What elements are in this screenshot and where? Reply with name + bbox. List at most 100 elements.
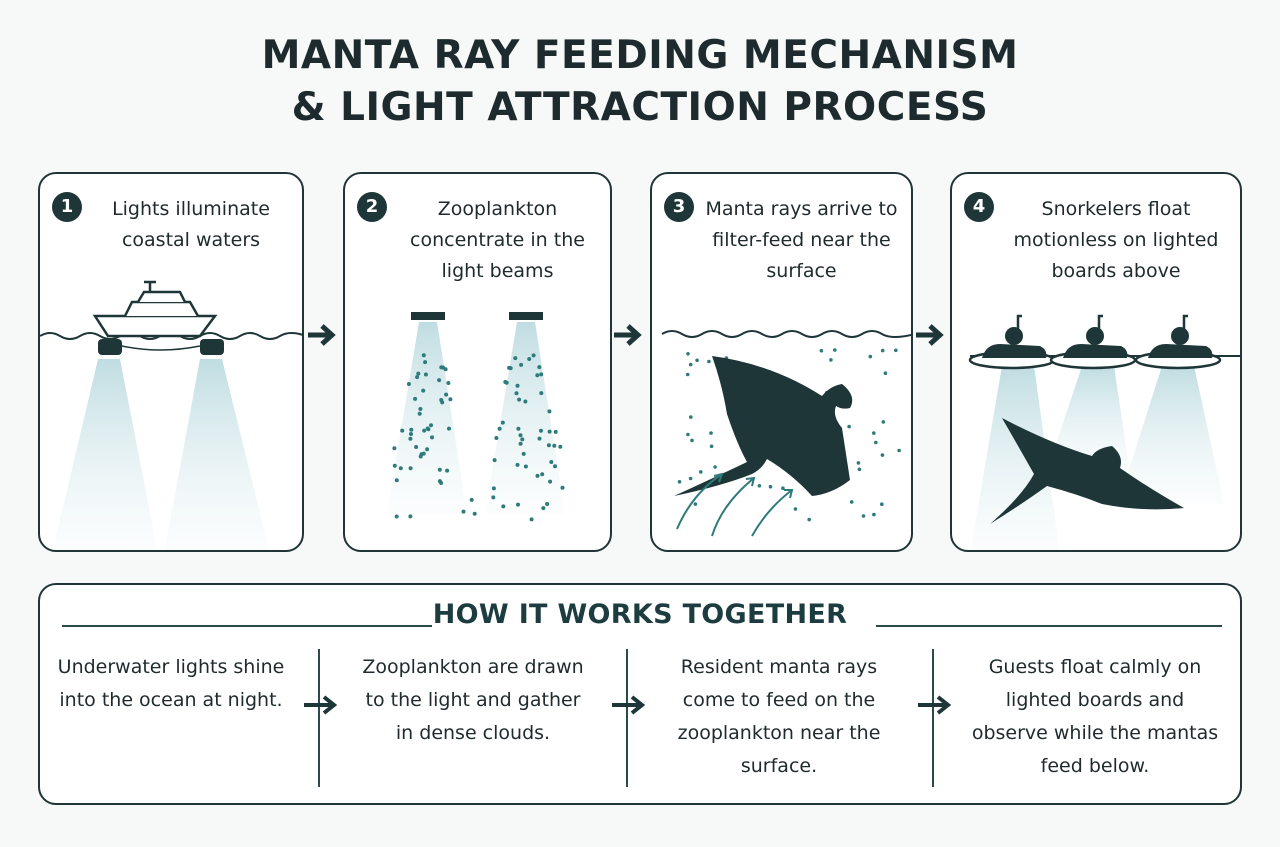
- zooplankton-dot: [819, 348, 824, 353]
- zooplankton-dot: [547, 409, 552, 414]
- zooplankton-dot: [872, 512, 876, 517]
- zooplankton-dot: [868, 354, 873, 359]
- zooplankton-dot: [491, 486, 496, 491]
- zooplankton-dots: [392, 353, 565, 522]
- zooplankton-dot: [415, 375, 420, 380]
- zooplankton-dot: [414, 445, 419, 449]
- zooplankton-dot: [513, 356, 518, 361]
- zooplankton-dot: [437, 378, 442, 383]
- light-beam-left: [52, 359, 158, 550]
- title-line-2: & LIGHT ATTRACTION PROCESS: [291, 85, 989, 130]
- zooplankton-dot: [469, 497, 474, 502]
- title-rule-right: [876, 625, 1222, 627]
- summary-column-3: Resident manta rays come to feed on the …: [677, 656, 881, 777]
- zooplankton-dot: [408, 466, 413, 471]
- zooplankton-dot: [429, 423, 433, 428]
- zooplankton-dot: [847, 424, 851, 429]
- zooplankton-dot: [560, 485, 565, 490]
- zooplankton-dot: [497, 426, 502, 431]
- zooplankton-dot: [693, 502, 698, 506]
- zooplankton-dot: [685, 372, 690, 377]
- zooplankton-dot: [448, 397, 453, 402]
- zooplankton-dot: [781, 486, 785, 491]
- zooplankton-dot: [494, 436, 499, 440]
- zooplankton-dot: [793, 507, 798, 511]
- zooplankton-dot: [423, 360, 428, 365]
- zooplankton-dot: [472, 511, 477, 516]
- zooplankton-dot: [394, 514, 399, 519]
- zooplankton-dot: [549, 460, 554, 464]
- zooplankton-dot: [686, 432, 690, 437]
- zooplankton-dot: [394, 478, 399, 483]
- zooplankton-dot: [709, 431, 713, 435]
- zooplankton-dot: [439, 398, 444, 402]
- zooplankton-dot: [461, 509, 466, 514]
- zooplankton-dot: [880, 453, 885, 457]
- zooplankton-dot: [768, 484, 773, 489]
- zooplankton-dot: [425, 426, 430, 431]
- zooplankton-dot: [849, 500, 854, 504]
- summary-column-2: Zooplankton are drawn to the light and g…: [362, 656, 584, 744]
- zooplankton-dot: [807, 517, 811, 522]
- zooplankton-dot: [699, 470, 703, 474]
- column-divider: [626, 649, 628, 787]
- column-divider: [932, 649, 934, 787]
- zooplankton-dot: [546, 443, 551, 448]
- zooplankton-dot: [501, 504, 506, 509]
- zooplankton-dot: [535, 373, 540, 378]
- zooplankton-dot: [833, 348, 837, 352]
- zooplankton-dot: [872, 431, 876, 435]
- step-text: Zooplankton concentrate in the light bea…: [410, 198, 585, 282]
- zooplankton-dot: [709, 444, 714, 449]
- page-title: MANTA RAY FEEDING MECHANISM & LIGHT ATTR…: [0, 30, 1280, 134]
- zooplankton-dot: [529, 517, 534, 522]
- zooplankton-dot: [857, 467, 862, 472]
- zooplankton-dot: [531, 353, 536, 358]
- zooplankton-dot: [406, 382, 411, 386]
- zooplankton-dot: [707, 359, 711, 364]
- step-panel-4: 4 Snorkelers float motionless on lighted…: [950, 172, 1242, 552]
- zooplankton-dot: [503, 380, 508, 384]
- step-text: Lights illuminate coastal waters: [112, 198, 270, 251]
- zooplankton-dot: [690, 438, 694, 443]
- zooplankton-dot: [417, 411, 422, 416]
- zooplankton-dot: [883, 371, 888, 375]
- zooplankton-dot: [518, 441, 523, 446]
- manta-feeding-illustration: [661, 330, 911, 537]
- zooplankton-dot: [713, 465, 717, 469]
- zooplankton-dot: [408, 436, 413, 441]
- water-surface: [661, 330, 911, 338]
- summary-column-1: Underwater lights shine into the ocean a…: [57, 656, 285, 711]
- zooplankton-dot: [398, 466, 403, 471]
- zooplankton-dot: [829, 358, 833, 362]
- light-beam-left: [970, 366, 1060, 550]
- zooplankton-dot: [437, 467, 442, 472]
- zooplankton-beams-illustration: [387, 312, 565, 522]
- step-panel-3: 3 Manta rays arrive to filter-feed near …: [650, 172, 913, 552]
- zooplankton-dot: [757, 484, 762, 488]
- zooplankton-dot: [413, 396, 418, 401]
- zooplankton-dot: [421, 388, 426, 393]
- lamp-icon-right: [509, 312, 543, 320]
- zooplankton-dot: [444, 392, 449, 397]
- zooplankton-dot: [518, 433, 523, 438]
- zooplankton-dot: [515, 462, 520, 467]
- zooplankton-dot: [408, 514, 413, 519]
- snorkelers-illustration: [968, 314, 1240, 550]
- zooplankton-dot: [519, 362, 524, 367]
- zooplankton-dot: [437, 479, 442, 484]
- zooplankton-dot: [527, 357, 532, 361]
- zooplankton-dot: [492, 458, 497, 463]
- zooplankton-dot: [897, 448, 901, 453]
- zooplankton-dot: [537, 365, 542, 370]
- zooplankton-dot: [523, 399, 528, 404]
- step-number-badge: 2: [357, 192, 387, 222]
- zooplankton-dot: [547, 429, 552, 434]
- zooplankton-dot: [392, 446, 397, 451]
- step-panel-2: 2 Zooplankton concentrate in the light b…: [343, 172, 612, 552]
- how-it-works-title: HOW IT WORKS TOGETHER: [432, 599, 848, 630]
- title-line-1: MANTA RAY FEEDING MECHANISM: [261, 33, 1019, 78]
- boat-lights-illustration: [40, 280, 302, 550]
- zooplankton-dot: [516, 502, 520, 507]
- zooplankton-dot: [695, 358, 699, 363]
